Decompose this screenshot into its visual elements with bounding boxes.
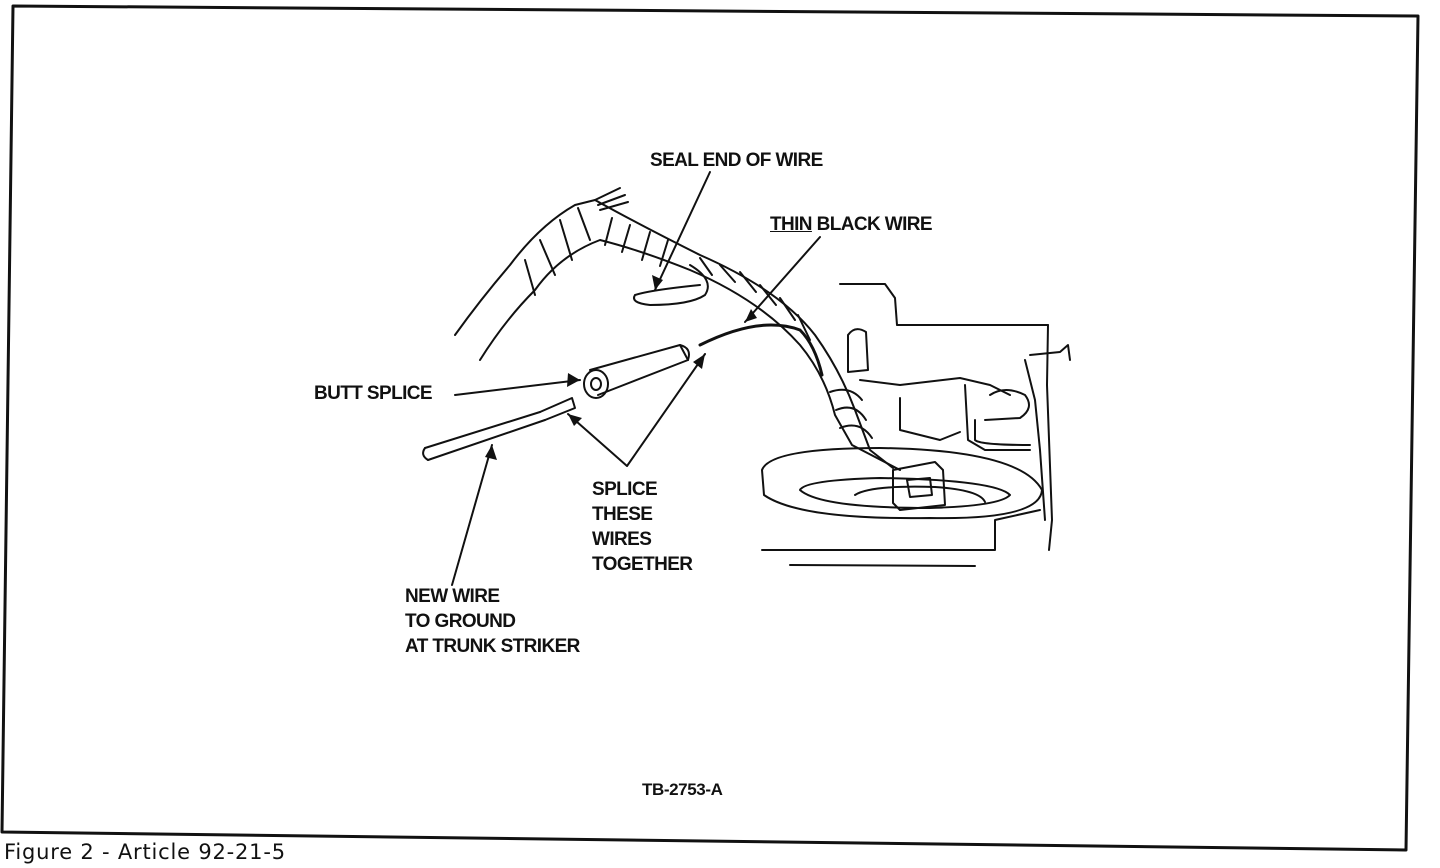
new-wire bbox=[422, 397, 576, 461]
seal-end-label: SEAL END OF WIRE bbox=[650, 150, 823, 171]
splice-together-label: SPLICE THESE WIRES TOGETHER bbox=[592, 477, 693, 577]
new-wire-line: TO GROUND bbox=[405, 611, 516, 632]
sealed-wire-loop bbox=[633, 264, 709, 306]
thin-black-wire-label: THIN BLACK WIRE bbox=[770, 212, 933, 237]
new-wire-line: AT TRUNK STRIKER bbox=[405, 636, 580, 657]
butt-splice-label: BUTT SPLICE bbox=[314, 383, 433, 404]
tank-outline bbox=[761, 283, 1071, 567]
arrowheads bbox=[485, 275, 757, 460]
thin-black-wire bbox=[698, 323, 824, 377]
splice-together-line: WIRES bbox=[592, 529, 652, 550]
new-wire-line: NEW WIRE bbox=[405, 586, 500, 607]
butt-splice bbox=[583, 344, 690, 399]
drawing-code: TB-2753-A bbox=[642, 780, 723, 799]
splice-together-line: THESE bbox=[592, 504, 653, 525]
pump-connector bbox=[892, 461, 946, 511]
figure-border bbox=[0, 4, 1420, 852]
splice-together-line: TOGETHER bbox=[592, 554, 693, 575]
wire-harness bbox=[454, 187, 901, 471]
leader-lines bbox=[451, 171, 821, 586]
splice-together-line: SPLICE bbox=[592, 479, 658, 500]
thin-underlined: THIN bbox=[770, 214, 813, 235]
new-wire-label: NEW WIRE TO GROUND AT TRUNK STRIKER bbox=[405, 584, 580, 659]
figure-caption: Figure 2 - Article 92-21-5 bbox=[4, 840, 286, 864]
black-wire-text: BLACK WIRE bbox=[811, 214, 933, 235]
